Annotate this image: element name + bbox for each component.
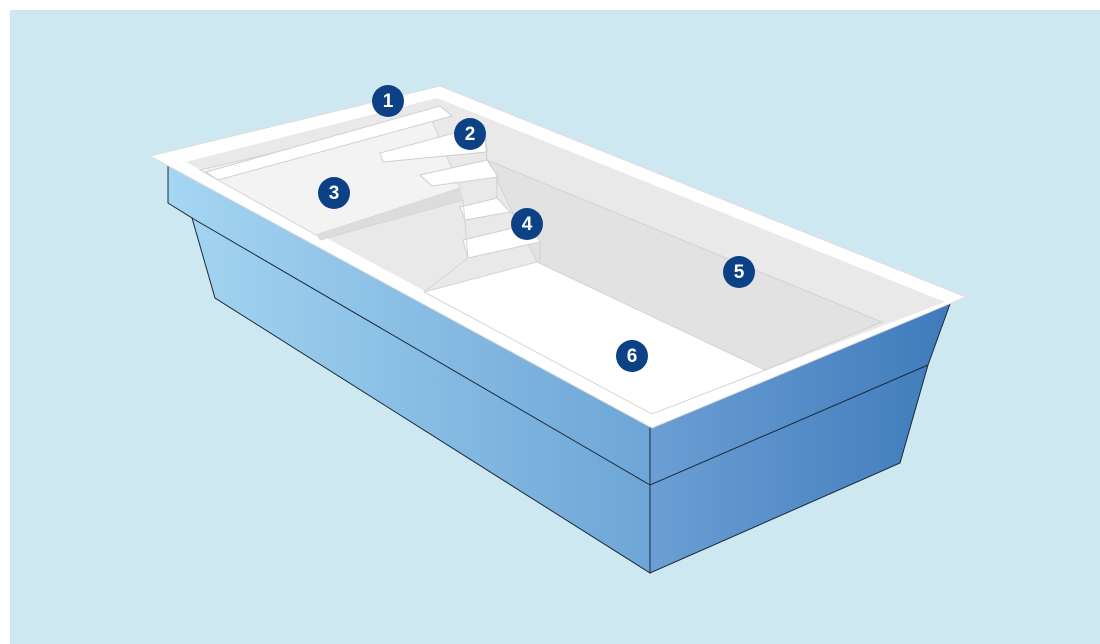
marker-1: 1 — [372, 85, 404, 117]
marker-4: 4 — [511, 208, 543, 240]
marker-5: 5 — [723, 256, 755, 288]
marker-number: 6 — [627, 346, 638, 367]
marker-number: 1 — [383, 91, 394, 112]
marker-number: 2 — [465, 124, 476, 145]
marker-6: 6 — [616, 340, 648, 372]
marker-number: 4 — [522, 214, 533, 235]
marker-3: 3 — [318, 177, 350, 209]
marker-2: 2 — [454, 118, 486, 150]
marker-number: 5 — [734, 262, 745, 283]
marker-number: 3 — [329, 183, 340, 204]
